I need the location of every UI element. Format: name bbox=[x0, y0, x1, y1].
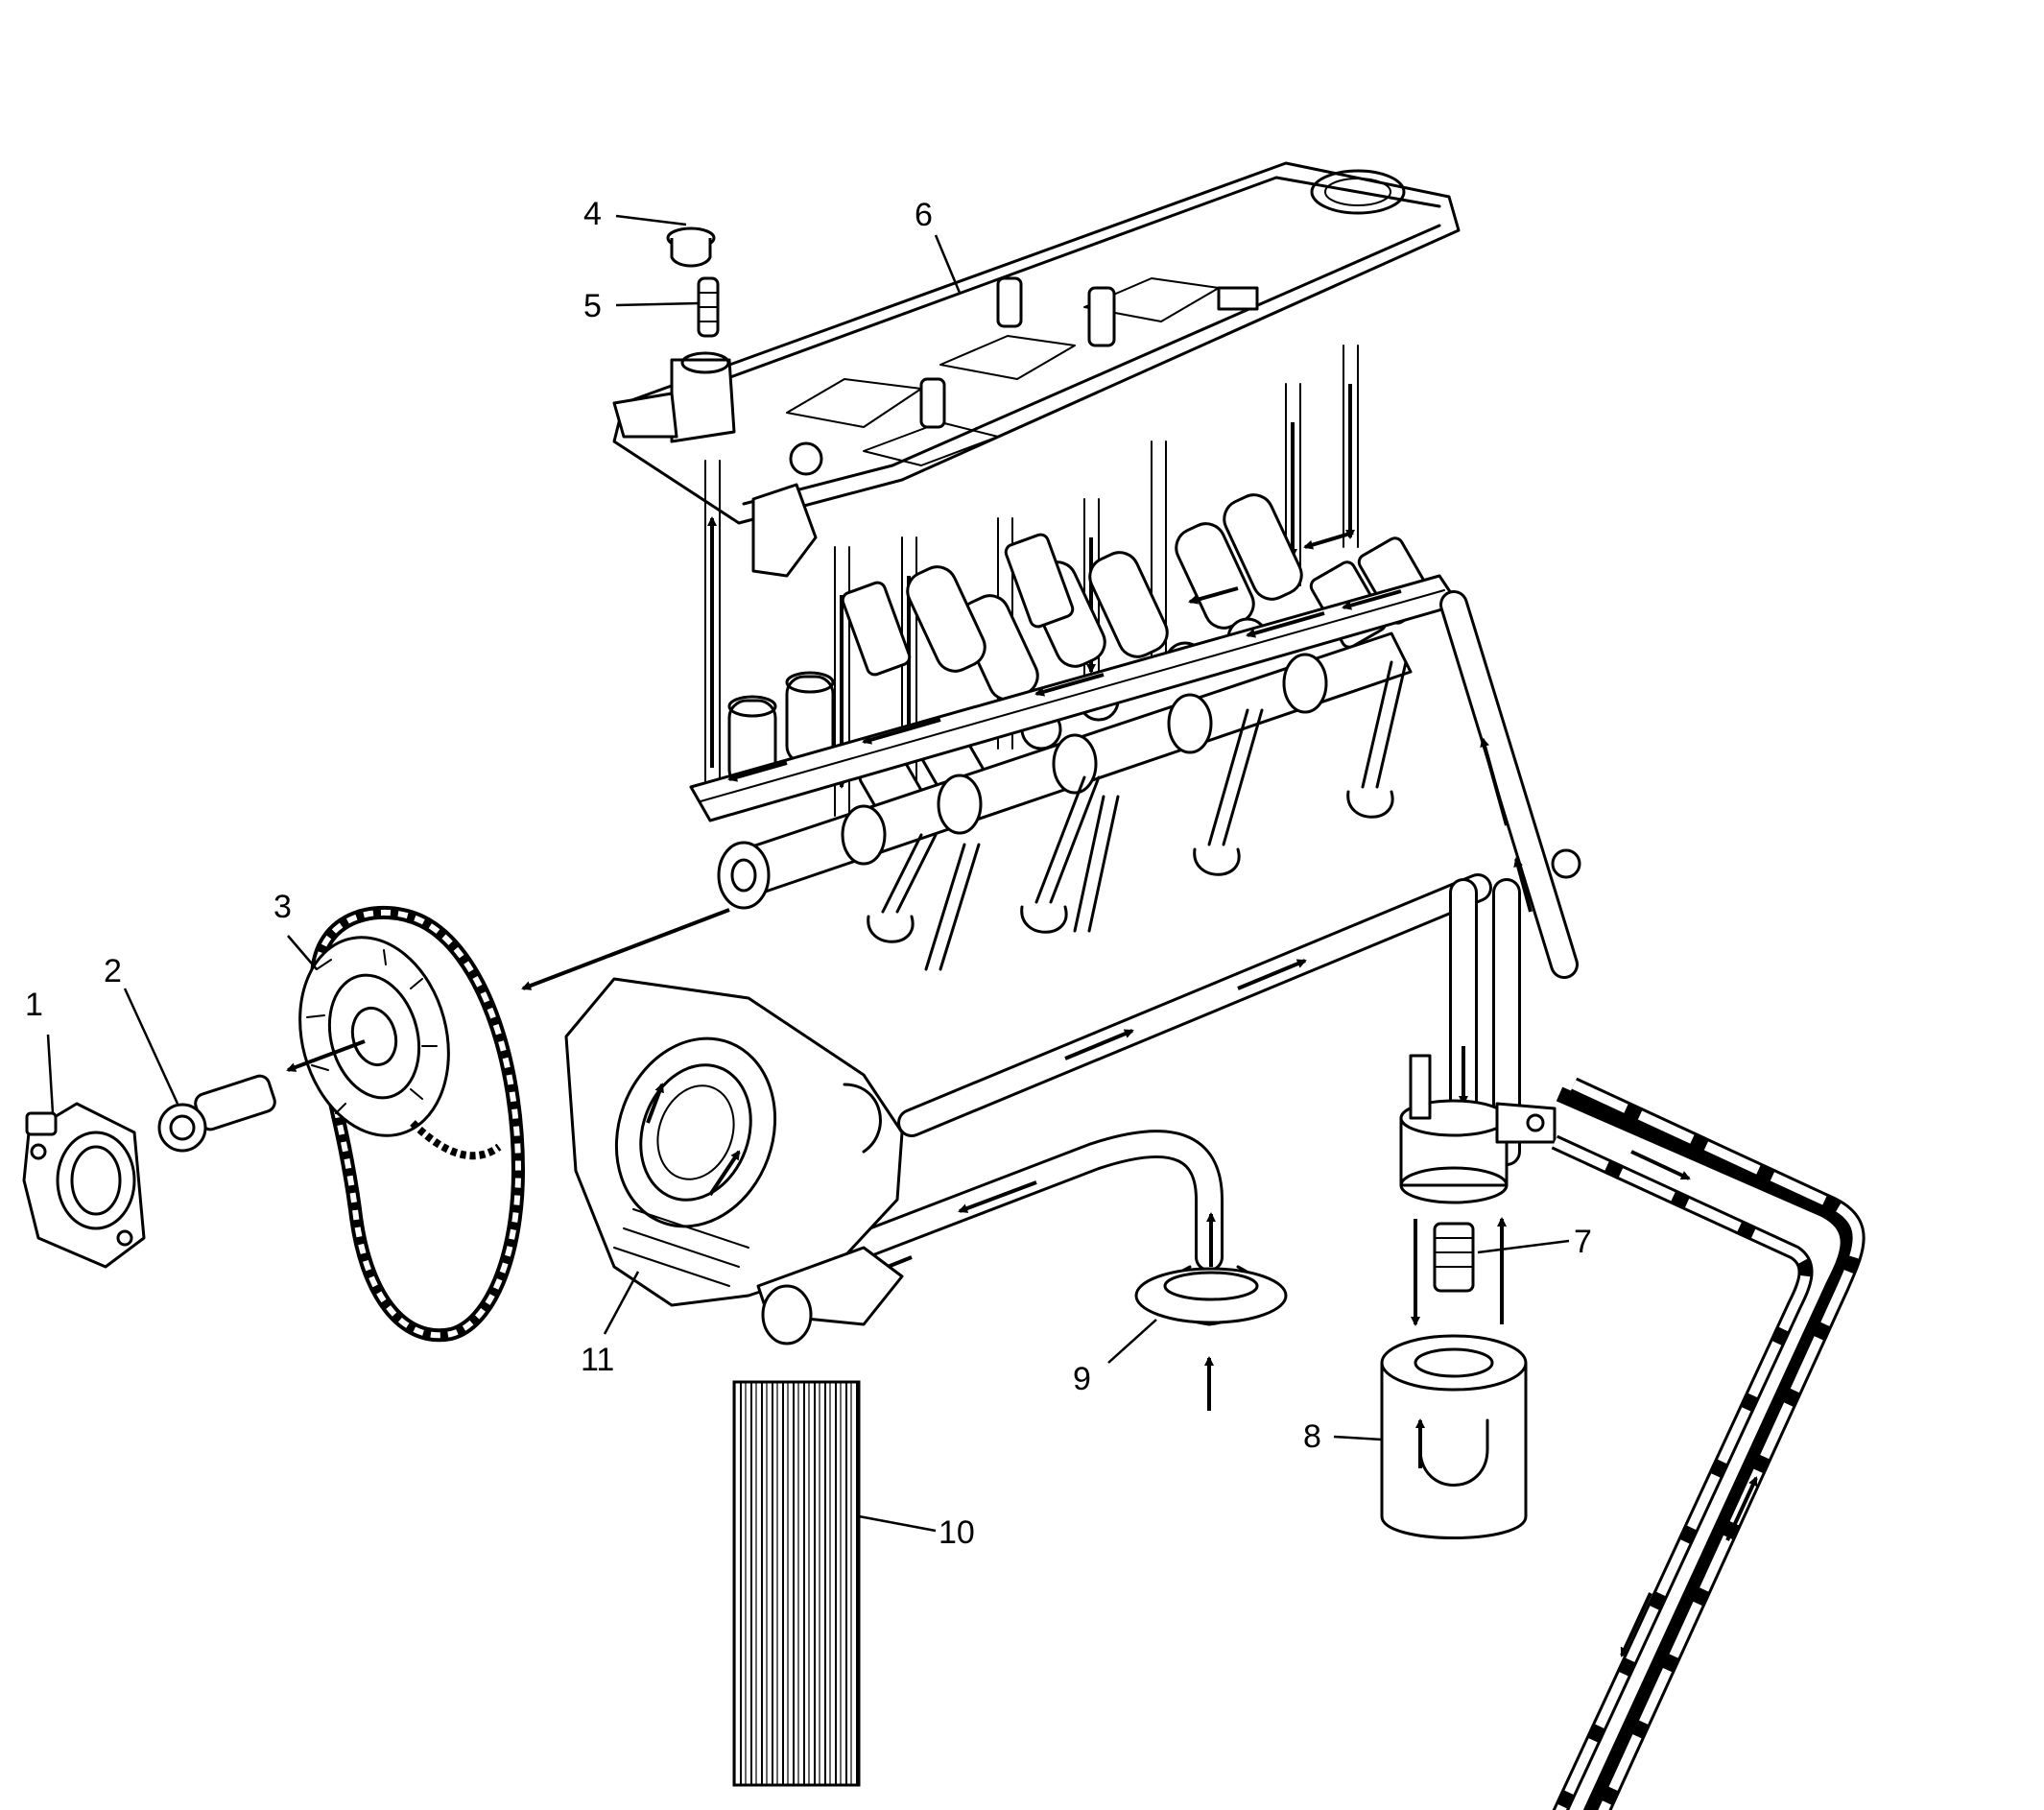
oil-filter-adapter bbox=[1399, 1054, 1557, 1326]
callout-10: 10 bbox=[939, 1514, 975, 1551]
oil-cooler bbox=[732, 1380, 861, 1787]
callout-7: 7 bbox=[1574, 1224, 1592, 1260]
gallery-riser-pipe bbox=[1439, 590, 1581, 979]
oil-filter bbox=[1380, 1334, 1528, 1539]
callout-4: 4 bbox=[583, 196, 602, 232]
camshaft-bearing-feeds bbox=[867, 660, 1408, 971]
lifter bbox=[1223, 493, 1303, 601]
valley-cover-plate bbox=[612, 161, 1461, 578]
lifter bbox=[1088, 551, 1169, 658]
callout-9: 9 bbox=[1073, 1361, 1091, 1397]
camshaft bbox=[717, 631, 1413, 910]
callout-8: 8 bbox=[1303, 1418, 1321, 1455]
oil-cooler-lines bbox=[1551, 1077, 1866, 1810]
oil-pump bbox=[564, 977, 904, 1346]
oil-pickup-tube bbox=[792, 1130, 1288, 1411]
flow-arrow-to-actuator bbox=[286, 1039, 366, 1072]
callout-6: 6 bbox=[915, 197, 933, 233]
oil-pressure-sensor-cap bbox=[666, 226, 716, 268]
callout-leaders bbox=[46, 214, 1570, 1533]
callout-2: 2 bbox=[104, 953, 122, 989]
lifter bbox=[906, 565, 986, 673]
flow-arrow-to-sprocket bbox=[521, 908, 730, 990]
oil-filter-fitting bbox=[1433, 1222, 1475, 1293]
camshaft-sprocket-and-chain bbox=[298, 905, 526, 1343]
camshaft-retainer-plate bbox=[22, 1102, 146, 1269]
valve-lifters bbox=[727, 493, 1303, 789]
oil-pressure-relief-valve bbox=[697, 276, 720, 338]
callout-3: 3 bbox=[273, 889, 292, 925]
callout-11: 11 bbox=[581, 1342, 614, 1378]
camshaft-sprocket-bolt bbox=[157, 1074, 276, 1153]
callout-1: 1 bbox=[25, 987, 43, 1023]
callout-5: 5 bbox=[583, 288, 602, 324]
